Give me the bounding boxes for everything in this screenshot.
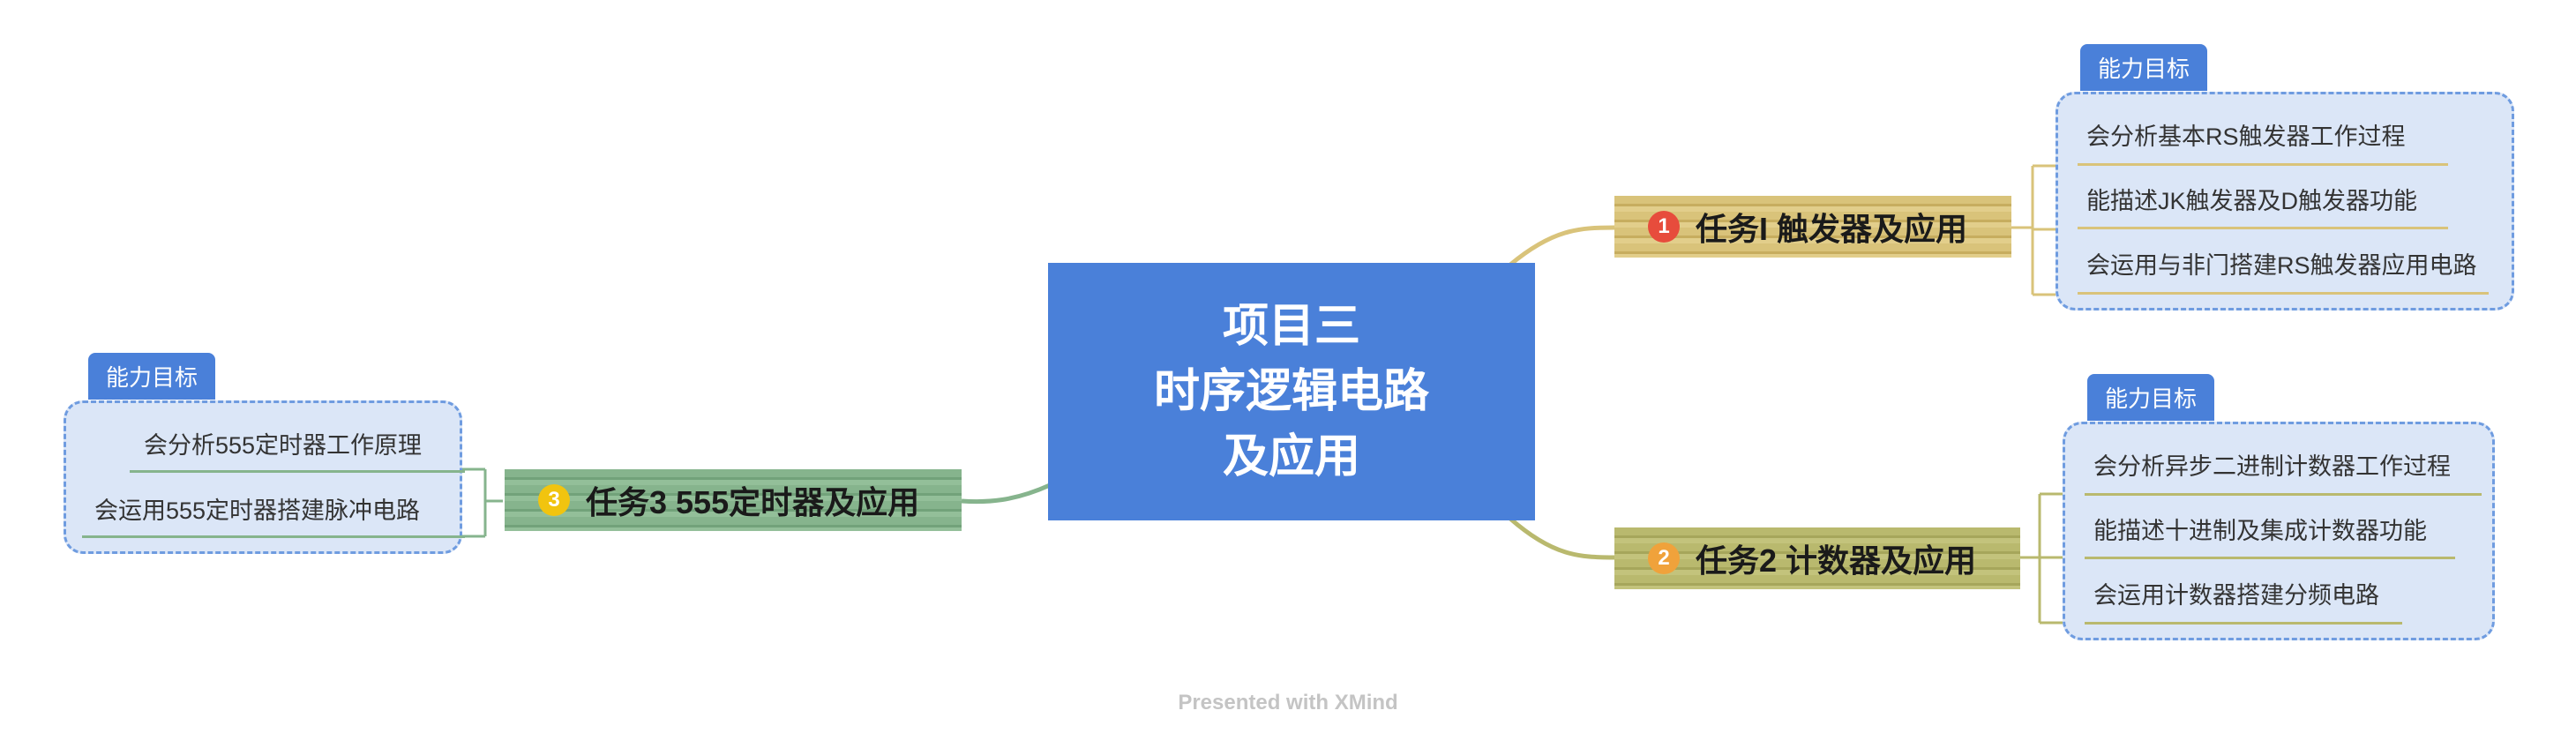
bracket-goal-3 [462, 468, 503, 538]
goal-item: 会分析异步二进制计数器工作过程 [2093, 453, 2451, 480]
goal-item: 会分析555定时器工作原理 [144, 432, 423, 459]
goal-label-3: 能力目标 [88, 353, 216, 400]
goal-item: 会运用555定时器搭建脉冲电路 [94, 497, 421, 524]
goal-box-1[interactable]: 会分析基本RS触发器工作过程 能描述JK触发器及D触发器功能 会运用与非门搭建R… [2056, 92, 2514, 310]
branch-task-3[interactable]: 3 任务3 555定时器及应用 [505, 469, 962, 531]
connector-branch-2 [1509, 517, 1615, 560]
central-title-line-2: 时序逻辑电路 [1153, 366, 1429, 417]
bracket-goal-1 [2011, 164, 2056, 296]
goal-item-underline [2078, 292, 2489, 295]
goal-label-2: 能力目标 [2087, 374, 2215, 421]
goal-box-2[interactable]: 会分析异步二进制计数器工作过程 能描述十进制及集成计数器功能 会运用计数器搭建分… [2063, 422, 2495, 640]
goal-item: 能描述JK触发器及D触发器功能 [2086, 188, 2418, 214]
goal-item: 会分析基本RS触发器工作过程 [2086, 123, 2406, 150]
central-topic[interactable]: 项目三 时序逻辑电路 及应用 [1050, 265, 1533, 519]
goal-item-underline [2085, 622, 2402, 625]
goal-item: 能描述十进制及集成计数器功能 [2093, 518, 2427, 544]
number-badge-icon: 3 [538, 484, 570, 516]
branch-label: 任务2 计数器及应用 [1696, 542, 1977, 579]
footer-watermark: Presented with XMind [1178, 691, 1398, 714]
goal-item: 会运用计数器搭建分频电路 [2093, 582, 2379, 609]
central-title-line-1: 项目三 [1222, 301, 1360, 352]
branch-label: 任务3 555定时器及应用 [586, 484, 920, 520]
bracket-goal-2 [2020, 492, 2063, 625]
goal-item-underline [2085, 493, 2482, 496]
number-badge-icon: 2 [1648, 542, 1680, 574]
goal-item-underline [2078, 227, 2448, 229]
central-title-line-3: 及应用 [1222, 431, 1360, 482]
goal-box-3[interactable]: 会分析555定时器工作原理 会运用555定时器搭建脉冲电路 [64, 400, 465, 554]
branch-label: 任务I 触发器及应用 [1696, 211, 1968, 247]
number-badge-icon: 1 [1648, 211, 1680, 243]
connector-branch-1 [1509, 225, 1615, 266]
goal-item-underline [2078, 163, 2448, 166]
goal-item-underline [82, 535, 465, 538]
goal-item-underline [2085, 557, 2455, 559]
goal-item: 会运用与非门搭建RS触发器应用电路 [2086, 252, 2477, 279]
connector-branch-3 [961, 482, 1052, 505]
branch-task-2[interactable]: 2 任务2 计数器及应用 [1614, 527, 2020, 589]
branch-task-1[interactable]: 1 任务I 触发器及应用 [1614, 196, 2011, 258]
goal-item-underline [130, 470, 465, 473]
goal-label-1: 能力目标 [2080, 44, 2208, 91]
